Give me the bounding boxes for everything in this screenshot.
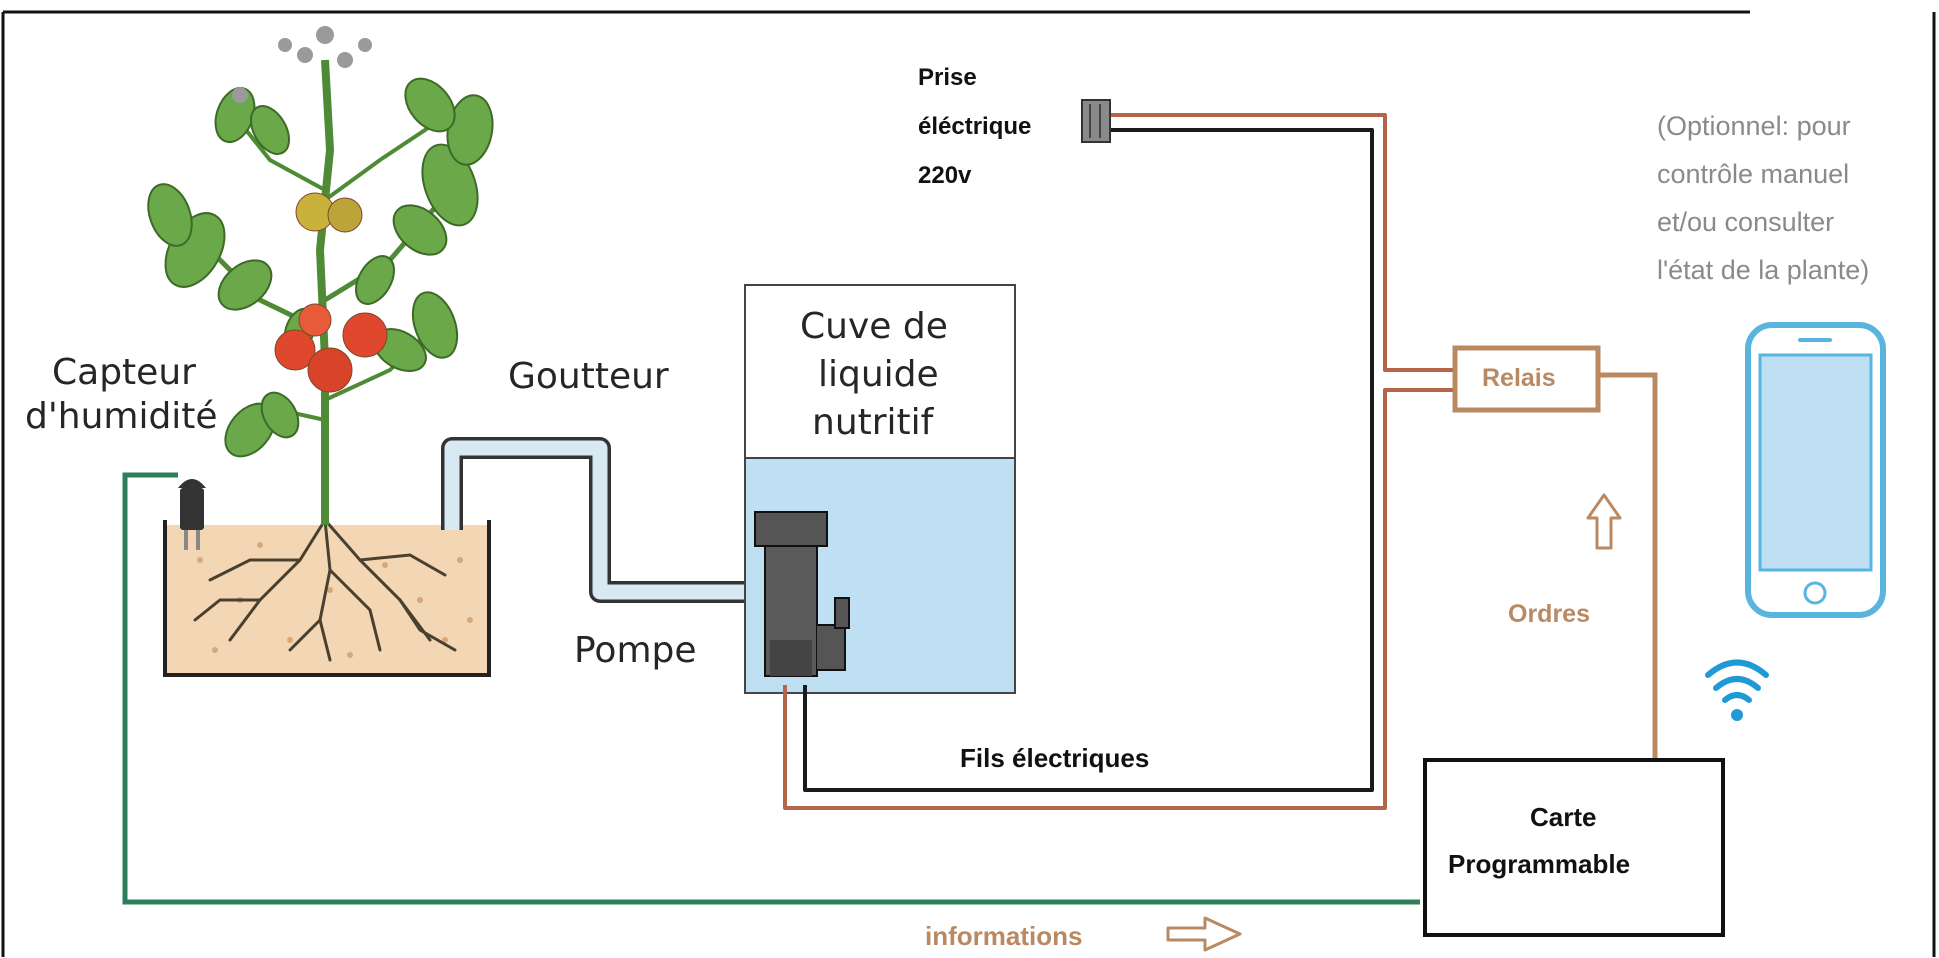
pump-icon [754, 511, 850, 677]
relay-label: Relais [1482, 364, 1556, 392]
informations-label: informations [925, 921, 1083, 951]
outlet-label-line1: Prise [918, 64, 977, 91]
tomato-plant-icon [147, 26, 494, 525]
orders-label: Ordres [1508, 600, 1590, 628]
board-label-line1: Carte [1530, 802, 1597, 832]
smartphone-icon [1745, 322, 1886, 618]
optional-note-line1: (Optionnel: pour [1657, 111, 1851, 141]
relay-box [1452, 345, 1601, 413]
moisture-sensor-label-line1: Capteur [52, 352, 196, 393]
optional-note-line2: contrôle manuel [1657, 159, 1850, 189]
tank-label-line3: nutritif [812, 402, 934, 443]
sensor-wire [122, 472, 1420, 905]
pump-label: Pompe [574, 630, 697, 671]
dripper-hose [441, 437, 762, 603]
wifi-icon [1705, 659, 1769, 721]
programmable-board [1423, 758, 1725, 937]
optional-note-line3: et/ou consulter [1657, 207, 1835, 237]
outlet-label-line3: 220v [918, 162, 972, 189]
tank-label-line2: liquide [818, 354, 939, 395]
outlet-label-line2: éléctrique [918, 113, 1032, 140]
signal-wires [1598, 372, 1658, 760]
power-plug-icon [1081, 99, 1111, 143]
arrow-up-icon [1586, 493, 1622, 550]
roots [193, 518, 457, 662]
moisture-sensor-label-line2: d'humidité [25, 396, 218, 437]
board-label-line2: Programmable [1448, 849, 1631, 879]
moisture-sensor-probe-icon [178, 479, 206, 550]
optional-note-line4: l'état de la plante) [1657, 255, 1870, 285]
tank-label-line1: Cuve de [800, 306, 948, 347]
wires-label: Fils électriques [960, 743, 1150, 773]
arrow-right-icon [1166, 916, 1242, 952]
dripper-label: Goutteur [508, 356, 669, 397]
power-wires [783, 113, 1455, 810]
